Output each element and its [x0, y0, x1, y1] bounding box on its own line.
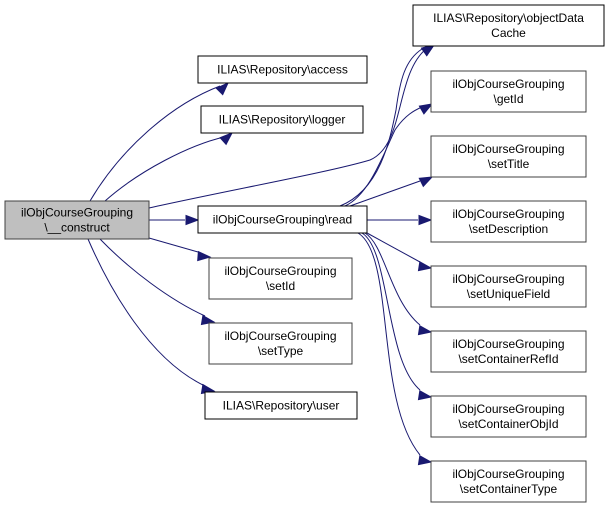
arrowhead-icon	[420, 44, 436, 57]
node-box	[430, 460, 587, 503]
node-logger[interactable]: ILIAS\Repository\logger	[200, 105, 364, 134]
node-box	[430, 265, 587, 308]
node-label-line: \getId	[493, 92, 523, 106]
node-set-container-type[interactable]: ilObjCourseGrouping\setContainerType	[430, 460, 587, 503]
edge-construct-to-read	[149, 214, 200, 226]
node-label-line: ilObjCourseGrouping	[21, 206, 133, 220]
edge-read-to-setContainerRefId	[364, 232, 433, 336]
node-label-line: \setContainerType	[460, 482, 558, 496]
node-label-line: \__construct	[44, 221, 110, 235]
node-user[interactable]: ILIAS\Repository\user	[204, 391, 358, 420]
node-box	[430, 200, 587, 243]
node-box	[412, 4, 605, 47]
node-box	[430, 135, 587, 178]
node-label-line: ILIAS\Repository\logger	[219, 113, 346, 127]
node-label-line: Cache	[491, 26, 526, 40]
node-get-id[interactable]: ilObjCourseGrouping\getId	[430, 70, 587, 113]
node-label-line: ilObjCourseGrouping	[452, 142, 564, 156]
node-set-container-obj-id[interactable]: ilObjCourseGrouping\setContainerObjId	[430, 395, 587, 438]
edge-construct-to-access	[89, 81, 230, 202]
node-box	[430, 70, 587, 113]
node-label-line: ilObjCourseGrouping	[452, 207, 564, 221]
arrowhead-icon	[417, 324, 433, 336]
node-label-line: ilObjCourseGrouping	[452, 77, 564, 91]
node-box	[208, 257, 353, 300]
node-label-line: ilObjCourseGrouping	[452, 402, 564, 416]
node-label-line: ilObjCourseGrouping\read	[213, 213, 352, 227]
edge-line	[366, 232, 421, 263]
edge-read-to-setTitle	[349, 176, 434, 207]
node-set-description[interactable]: ilObjCourseGrouping\setDescription	[430, 200, 587, 243]
node-label-line: ilObjCourseGrouping	[452, 337, 564, 351]
node-label-line: \setId	[266, 279, 295, 293]
node-construct[interactable]: ilObjCourseGrouping\__construct	[4, 200, 150, 240]
node-box	[200, 105, 364, 134]
node-set-title[interactable]: ilObjCourseGrouping\setTitle	[430, 135, 587, 178]
edge-line	[361, 232, 421, 391]
node-box	[430, 330, 587, 373]
node-box	[197, 55, 368, 84]
arrowhead-icon	[200, 314, 216, 326]
node-label-line: \setType	[258, 344, 304, 358]
arrowhead-icon	[219, 132, 234, 146]
node-label-line: \setDescription	[469, 222, 548, 236]
arrowhead-icon	[197, 250, 212, 262]
node-set-id[interactable]: ilObjCourseGrouping\setId	[208, 257, 353, 300]
edge-line	[87, 238, 206, 387]
arrowhead-icon	[418, 214, 433, 226]
node-label-line: ilObjCourseGrouping	[452, 467, 564, 481]
node-label-line: ILIAS\Repository\objectData	[433, 11, 584, 25]
arrowhead-icon	[417, 389, 433, 401]
edge-line	[89, 85, 221, 202]
node-label-line: ilObjCourseGrouping	[224, 264, 336, 278]
node-read[interactable]: ilObjCourseGrouping\read	[197, 205, 368, 234]
edge-read-to-setContainerType	[357, 232, 433, 466]
edge-construct-to-setType	[99, 238, 216, 326]
arrowhead-icon	[185, 214, 200, 226]
edge-line	[99, 238, 206, 317]
node-box	[197, 205, 368, 234]
node-set-type[interactable]: ilObjCourseGrouping\setType	[208, 322, 353, 365]
arrowhead-icon	[418, 103, 434, 115]
edge-line	[349, 180, 421, 207]
node-box	[204, 391, 358, 420]
nodes-layer: ilObjCourseGrouping\__constructILIAS\Rep…	[4, 4, 605, 503]
arrowhead-icon	[417, 260, 433, 272]
node-label-line: \setContainerObjId	[458, 417, 558, 431]
arrowhead-icon	[418, 176, 434, 188]
node-label-line: ILIAS\Repository\access	[217, 63, 348, 77]
node-set-unique-field[interactable]: ilObjCourseGrouping\setUniqueField	[430, 265, 587, 308]
edge-read-to-getId	[344, 103, 434, 207]
node-set-container-ref-id[interactable]: ilObjCourseGrouping\setContainerRefId	[430, 330, 587, 373]
node-access[interactable]: ILIAS\Repository\access	[197, 55, 368, 84]
edge-line	[148, 237, 199, 253]
edge-construct-to-setId	[148, 237, 212, 262]
arrowhead-icon	[417, 454, 433, 466]
node-box	[430, 395, 587, 438]
node-box	[208, 322, 353, 365]
edge-construct-to-logger	[104, 132, 234, 202]
node-label-line: ilObjCourseGrouping	[224, 329, 336, 343]
arrowhead-icon	[215, 81, 230, 96]
node-label-line: \setTitle	[488, 157, 530, 171]
edge-line	[357, 232, 421, 456]
edge-line	[344, 106, 423, 207]
node-label-line: \setContainerRefId	[458, 352, 558, 366]
edge-read-to-setUniqueField	[366, 232, 433, 272]
node-label-line: ILIAS\Repository\user	[223, 399, 340, 413]
node-label-line: \setUniqueField	[467, 287, 550, 301]
edge-line	[148, 48, 427, 209]
edges-layer	[87, 44, 436, 466]
edge-line	[364, 232, 421, 326]
node-label-line: ilObjCourseGrouping	[452, 272, 564, 286]
edge-line	[104, 136, 225, 202]
edge-read-to-setDescription	[367, 214, 433, 226]
edge-construct-to-user	[87, 238, 216, 395]
edge-read-to-setContainerObjId	[361, 232, 433, 401]
node-box	[4, 200, 150, 240]
